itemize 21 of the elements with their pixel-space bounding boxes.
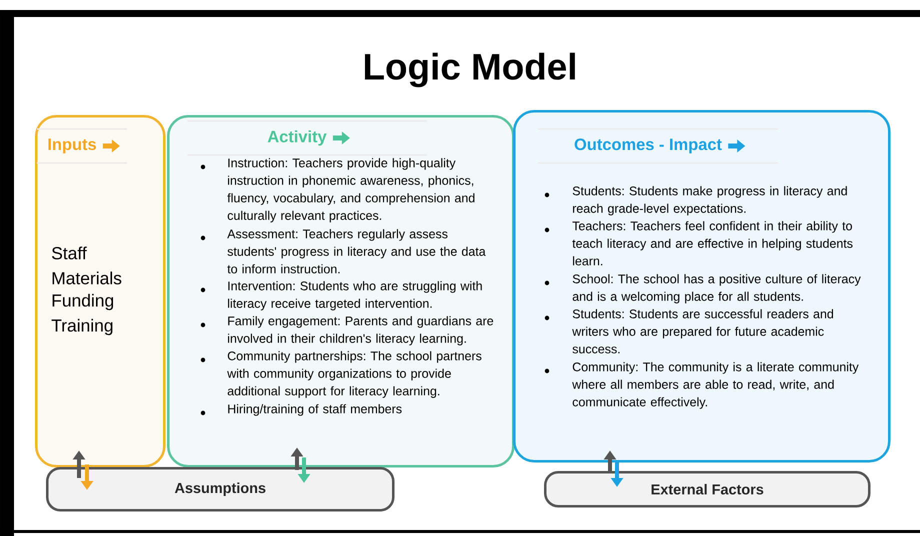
bullet-item: Family engagement: Parents and guardians are involved in their children's literacy learning.	[200, 316, 494, 346]
input-item: Materials	[52, 272, 122, 284]
bullet-item: Community: The community is a literate community where all members are able to read, write, and communicate effectively.	[544, 362, 859, 409]
bullet-item: Teachers: Teachers feel confident in their ability to teach literacy and are effective in helping students learn.	[544, 221, 853, 266]
bullet-item: Instruction: Teachers provide high-quality instruction in phonemic awareness, phonics, fluency, vocabulary, and comprehension and culturally relevant practices.	[200, 158, 474, 222]
bullet-item: Students: Students are successful readers and writers who are prepared for future academic success.	[544, 309, 834, 354]
title: Logic Model	[364, 52, 575, 88]
bullet-item: Hiring/training of staff members	[200, 404, 402, 416]
bullet-item: Students: Students make progress in literacy and reach grade-level expectations.	[544, 186, 847, 216]
input-item: Training	[52, 318, 112, 336]
input-item: Staff	[52, 246, 87, 260]
bullet-item: Assessment: Teachers regularly assess students' progress in literacy and use the data to inform instruction.	[200, 229, 486, 274]
input-item: Funding	[52, 294, 114, 310]
bullet-item: Community partnerships: The school partners with community organizations to provide additional support for literacy learning.	[200, 351, 482, 398]
bullet-item: School: The school has a positive culture of literacy and is a welcoming place for all students.	[544, 274, 861, 304]
heading: Inputs	[48, 138, 96, 154]
heading: Outcomes - Impact	[574, 138, 722, 154]
label-box: Assumptions	[46, 467, 394, 512]
label-box: External Factors	[544, 471, 870, 508]
bullet-item: Intervention: Students who are struggling with literacy receive targeted intervention.	[200, 281, 482, 310]
heading: Activity	[268, 130, 327, 146]
